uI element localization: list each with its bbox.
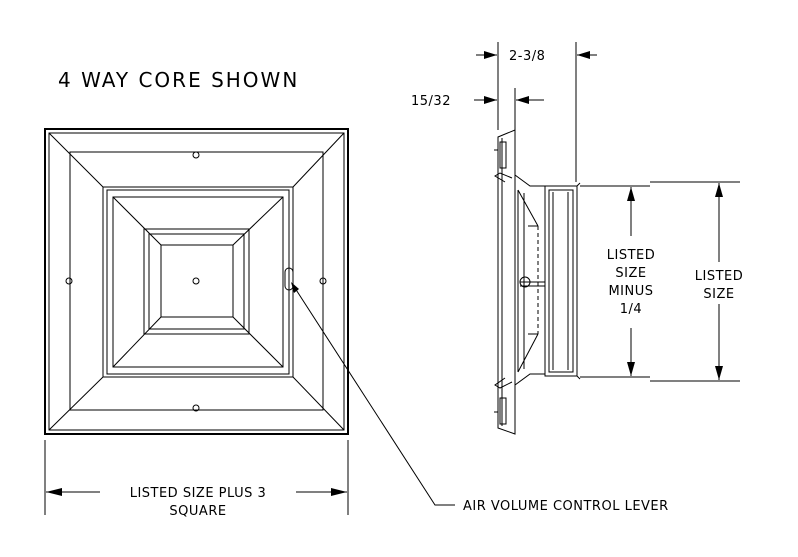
- flange-thickness-label: 15/32: [411, 94, 451, 109]
- center-plaque-face: [160, 244, 234, 318]
- depth-overall-label: 2-3/8: [509, 49, 545, 64]
- cone-ring-2-inner: [106, 189, 290, 375]
- outer-frame-inner-edge: [48, 132, 345, 431]
- corner-diagonals: [48, 132, 345, 431]
- screw-holes: [65, 151, 327, 412]
- lever-callout: AIR VOLUME CONTROL LEVER: [463, 499, 669, 514]
- width-label: LISTED SIZE PLUS 3: [130, 486, 267, 501]
- outer-frame: [44, 128, 349, 435]
- side-view: 2-3/8 15/32: [411, 42, 744, 435]
- volume-lever-knob: [284, 267, 294, 291]
- cone-ring-3: [112, 196, 284, 368]
- width-label-square: SQUARE: [169, 504, 226, 519]
- drawing-title: 4 WAY CORE SHOWN: [58, 68, 299, 92]
- lever-leader-line: [292, 284, 455, 506]
- neck-label-2: SIZE: [615, 266, 646, 281]
- neck-collar: [544, 185, 578, 377]
- front-view: LISTED SIZE PLUS 3 SQUARE AIR VOLUME CON…: [44, 128, 669, 519]
- listed-size-label-2: SIZE: [703, 287, 734, 302]
- neck-label-3: MINUS: [608, 284, 653, 299]
- cone-body: [514, 174, 545, 187]
- center-plaque-inner: [148, 233, 245, 330]
- neck-label-1: LISTED: [607, 248, 656, 263]
- center-plaque-outer: [143, 228, 250, 335]
- flange-face: [497, 129, 516, 435]
- neck-label-4: 1/4: [620, 302, 642, 317]
- listed-size-label-1: LISTED: [695, 269, 744, 284]
- width-dimension: [44, 440, 349, 515]
